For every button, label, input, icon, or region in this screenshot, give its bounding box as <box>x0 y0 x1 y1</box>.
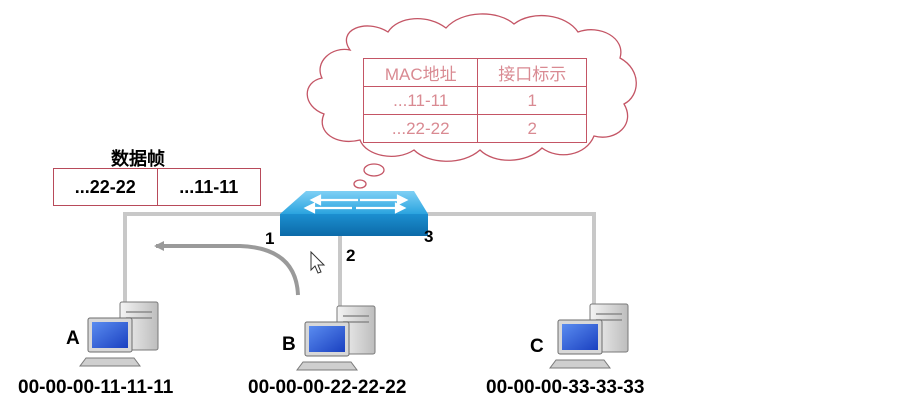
mac-cell: ...11-11 <box>362 86 479 115</box>
frame-dest-mac: ...22-22 <box>74 176 136 197</box>
switch-front <box>280 214 428 236</box>
host-c-letter: C <box>530 336 544 357</box>
switch-arrows-icon <box>303 194 409 214</box>
mac-address-table: MAC地址 接口标示 ...11-11 1 ...22-22 2 <box>362 58 587 143</box>
switch-top <box>280 191 428 214</box>
host-b-letter: B <box>282 334 296 355</box>
computer-c-icon[interactable] <box>549 303 629 369</box>
switch[interactable] <box>280 191 428 236</box>
port-label-3: 3 <box>424 227 434 246</box>
port-label-2: 2 <box>346 246 356 265</box>
computer-a-icon[interactable] <box>79 301 159 367</box>
host-b-mac: 00-00-00-22-22-22 <box>248 377 407 398</box>
mac-header: MAC地址 <box>362 58 479 87</box>
cable-to-c <box>400 212 596 320</box>
mouse-cursor-icon <box>310 250 326 274</box>
computer-b-icon[interactable] <box>296 305 376 371</box>
forward-arrow <box>154 241 300 296</box>
host-a-letter: A <box>66 328 80 349</box>
mac-cell: ...22-22 <box>362 114 479 143</box>
port-label-1: 1 <box>265 229 275 248</box>
table-row: ...11-11 1 <box>362 86 587 115</box>
cable-to-a <box>123 212 300 320</box>
port-cell: 2 <box>477 114 587 143</box>
port-header: 接口标示 <box>477 58 587 87</box>
port-cell: 1 <box>477 86 587 115</box>
host-a-mac: 00-00-00-11-11-11 <box>18 377 174 398</box>
table-row: ...22-22 2 <box>362 114 587 143</box>
frame-title: 数据帧 <box>111 149 165 169</box>
mac-table-header: MAC地址 接口标示 <box>362 58 587 87</box>
data-frame: ...22-22 ...11-11 <box>53 168 261 206</box>
host-c-mac: 00-00-00-33-33-33 <box>486 377 645 398</box>
frame-src-mac: ...11-11 <box>156 169 261 205</box>
